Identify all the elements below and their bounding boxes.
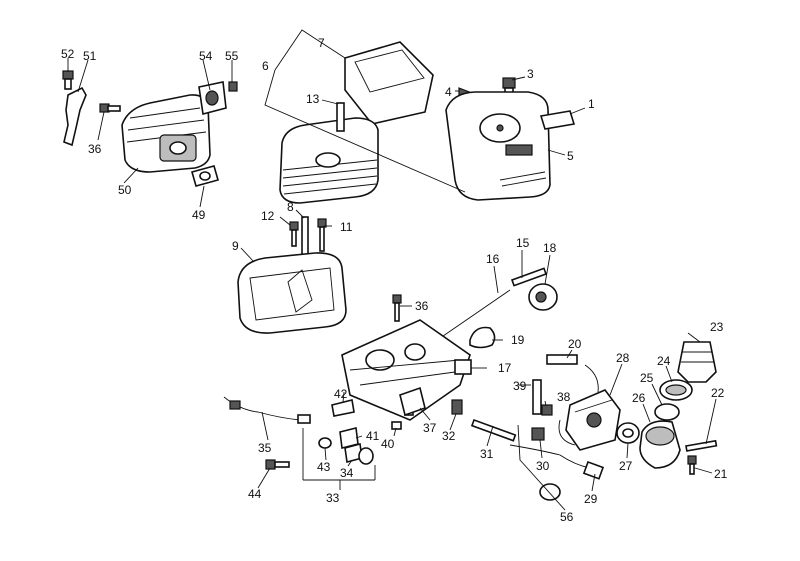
callout-13: 13 [306,92,320,106]
callout-26: 26 [632,391,646,405]
part-36-bolt-left [99,103,121,113]
part-stop-knob [358,447,374,465]
part-52-bolt [62,70,74,90]
callout-50: 50 [118,183,132,197]
callout-41: 41 [366,429,380,443]
callout-25: 25 [640,371,654,385]
part-25-seal [654,403,680,421]
callout-43: 43 [317,460,331,474]
callout-24: 24 [657,354,671,368]
callout-8: 8 [287,200,294,214]
callout-35: 35 [258,441,272,455]
part-40-pad [391,421,402,430]
callout-42: 42 [334,387,348,401]
part-22-screw [685,439,718,452]
callout-5: 5 [567,149,574,163]
part-26-intake [639,420,681,469]
callout-17: 17 [498,361,512,375]
part-21-screw [687,455,697,475]
callout-23: 23 [710,320,724,334]
part-30-block [531,427,545,441]
callout-32: 32 [442,429,456,443]
part-28-carburetor [565,389,621,451]
callout-33: 33 [326,491,340,505]
part-13-stud [336,102,345,132]
part-29-throttle-cable [509,444,605,480]
callout-34: 34 [340,466,354,480]
part-43-washer [318,437,332,449]
callout-40: 40 [381,437,395,451]
callout-36-top: 36 [415,299,429,313]
callout-37: 37 [423,421,437,435]
part-49-gasket [191,165,219,187]
callout-44: 44 [248,487,262,501]
callout-6: 6 [262,59,269,73]
callout-54: 54 [199,49,213,63]
part-9-filter-base [237,252,347,334]
part-5-cover [445,91,551,201]
callout-31: 31 [480,447,494,461]
part-31-rod [470,418,517,442]
callout-9: 9 [232,239,239,253]
callout-52: 52 [61,47,75,61]
callout-38: 38 [557,390,571,404]
callout-29: 29 [584,492,598,506]
part-24-ring [659,379,693,401]
leader-lines [67,29,717,511]
callout-11: 11 [340,220,353,234]
part-37-plate [399,386,426,417]
callout-3: 3 [527,67,534,81]
callout-36-left: 36 [88,142,102,156]
callout-21: 21 [714,467,728,481]
callout-15: 15 [516,236,530,250]
part-15-bolt [510,267,548,287]
part-11-screw [317,218,327,252]
callout-51: 51 [83,49,97,63]
callout-56: 56 [560,510,574,524]
part-19-cap [469,326,496,349]
callout-22: 22 [711,386,725,400]
callout-16: 16 [486,252,500,266]
callout-39: 39 [513,379,527,393]
part-36-bolt-top [392,294,402,322]
callout-55: 55 [225,49,239,63]
callout-12: 12 [261,209,275,223]
callout-numbers: 1 3 4 5 6 7 8 9 11 12 13 15 16 17 18 19 … [61,36,728,524]
callout-27: 27 [619,459,633,473]
part-51-bracket [63,86,87,147]
part-32-clamp [451,399,463,415]
part-38-clip [541,404,553,416]
callout-7: 7 [318,36,325,50]
callout-28: 28 [616,351,630,365]
callout-1: 1 [588,97,595,111]
part-39-pin [532,379,542,415]
part-8-bolt [301,216,309,256]
part-1-label [539,110,576,130]
part-6-air-filter [279,117,379,204]
callout-30: 30 [536,459,550,473]
part-7-foam-pad [344,41,434,125]
part-42-bracket [331,399,355,417]
callout-4: 4 [445,85,452,99]
callout-20: 20 [568,337,582,351]
callout-19: 19 [511,333,525,347]
part-18-grommet [528,283,558,311]
part-55-screw [228,81,238,92]
part-23-cup [677,341,717,383]
part-54-plate [198,81,227,115]
part-50-muffler [121,94,211,173]
callout-18: 18 [543,241,557,255]
callout-49: 49 [192,208,206,222]
part-12-screw [289,221,299,247]
part-44-bolt [265,459,290,470]
part-56-cap [539,483,561,501]
part-17-gasket [454,359,472,375]
part-27-gasket [616,422,640,444]
part-20-tube [546,354,578,365]
part-fuel-line [558,364,599,446]
part-35-wire [223,396,311,424]
